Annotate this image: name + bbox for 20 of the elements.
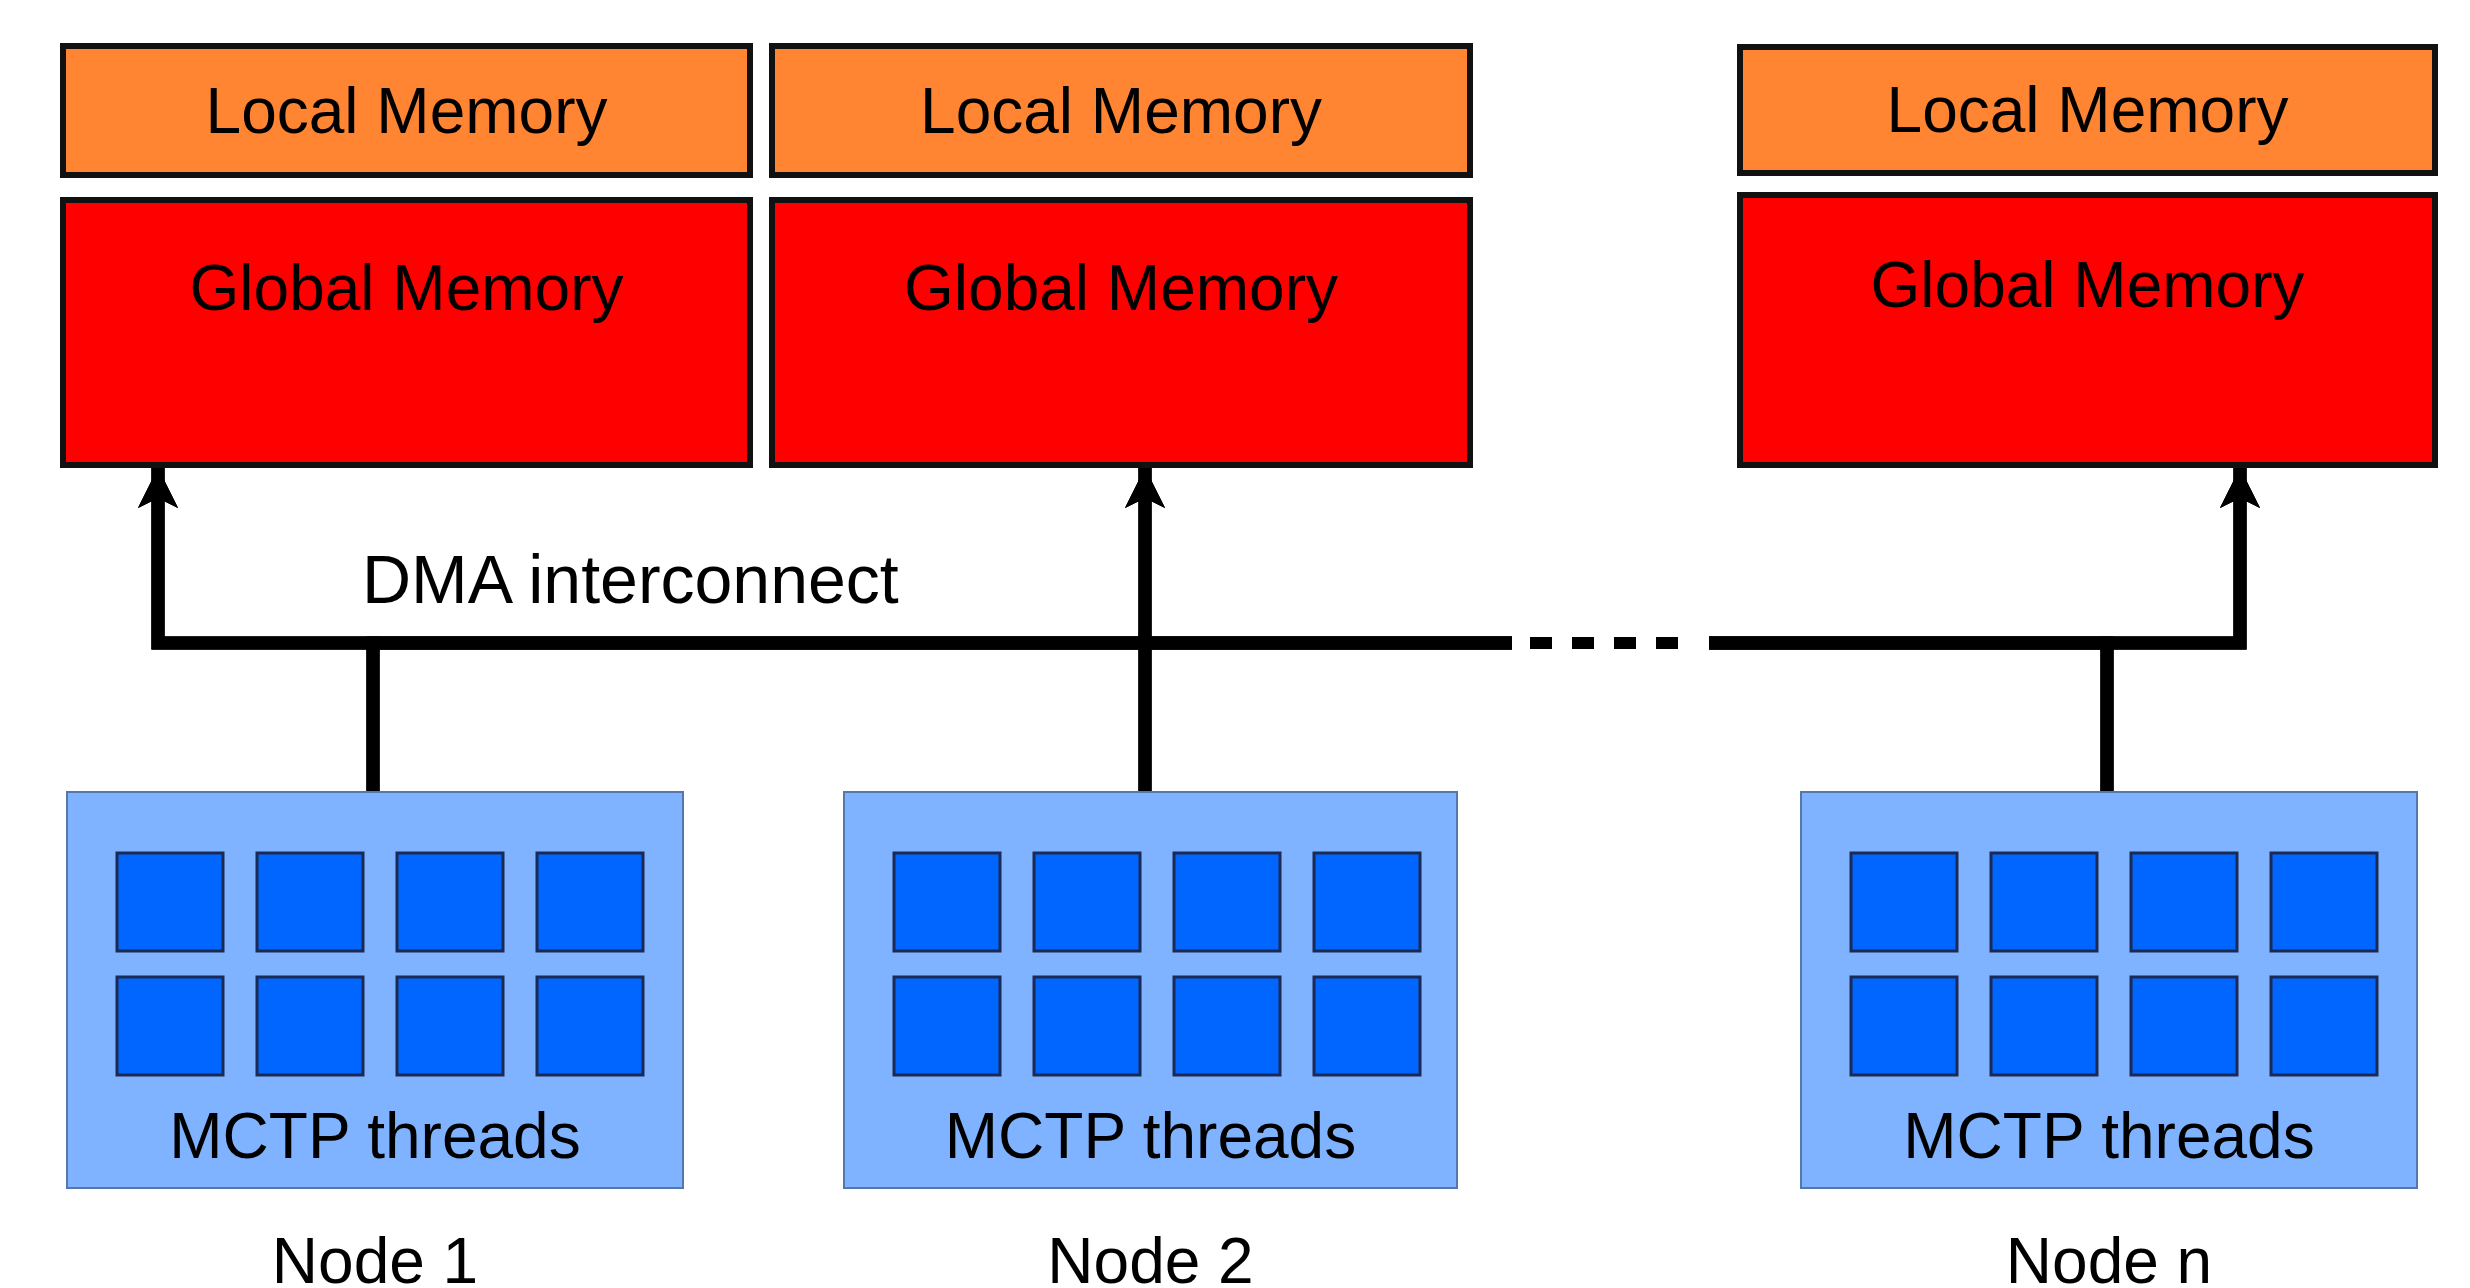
- node-caption: Node n: [2005, 1229, 2213, 1288]
- local-memory-box: [769, 43, 1473, 178]
- global-memory-box: [769, 197, 1473, 468]
- box-label: Global Memory: [189, 256, 624, 321]
- box-label: MCTP threads: [1903, 1103, 2315, 1168]
- box-label: Global Memory: [904, 256, 1338, 321]
- thread-group-box: [66, 791, 684, 1189]
- global-memory-box: [60, 197, 753, 468]
- node-caption: Node 2: [1047, 1229, 1254, 1288]
- box-label: MCTP threads: [944, 1103, 1357, 1168]
- bus-label: DMA interconnect: [362, 545, 899, 613]
- local-memory-box: [1737, 44, 2438, 176]
- thread-group-box: [843, 791, 1458, 1189]
- global-memory-box: [1737, 192, 2438, 468]
- node-caption: Node 1: [271, 1229, 479, 1288]
- thread-group-box: [1800, 791, 2418, 1189]
- arrow: [2100, 468, 2260, 791]
- box-label: Global Memory: [1870, 253, 2305, 318]
- box-label: MCTP threads: [169, 1103, 581, 1168]
- local-memory-box: [60, 43, 753, 178]
